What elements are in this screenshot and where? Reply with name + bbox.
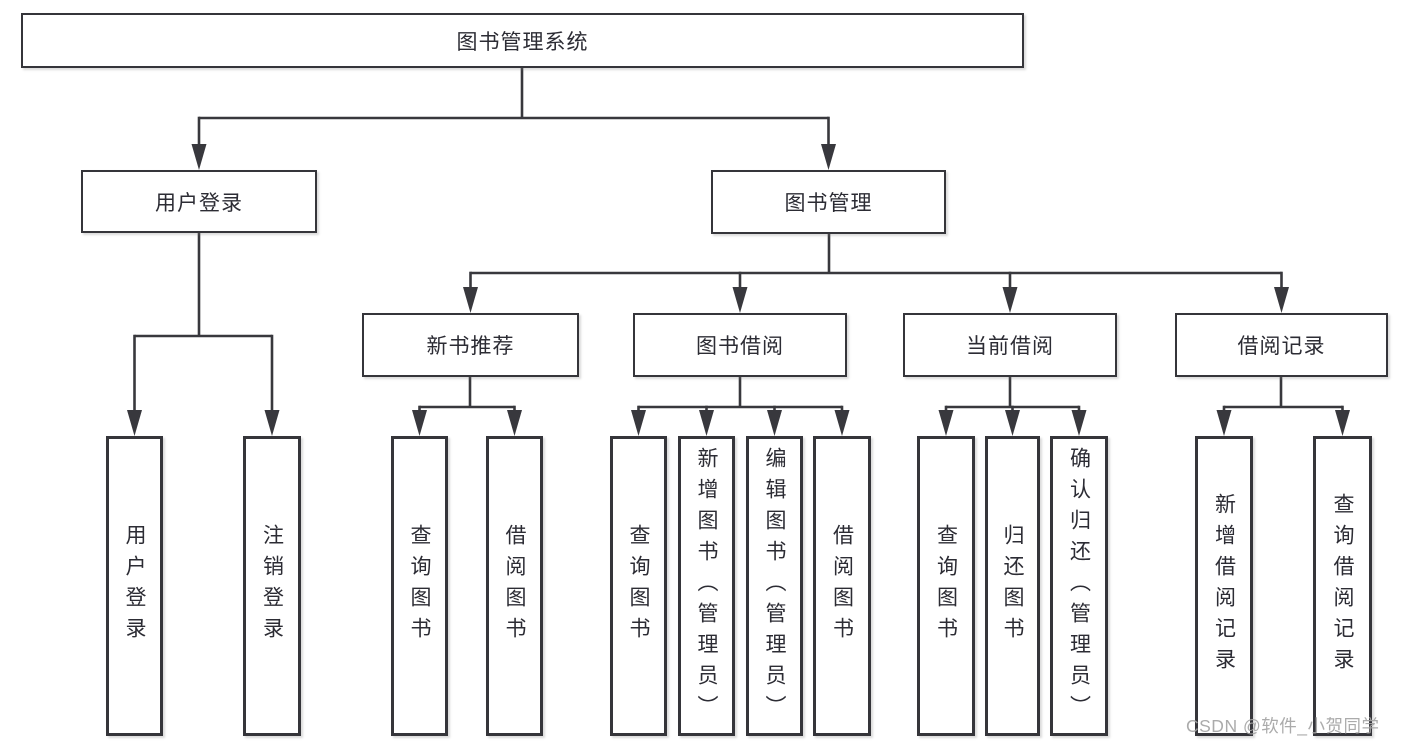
node-leaf-user-login: 用户登录	[106, 436, 163, 736]
node-leaf-add-borrow-record: 新增借阅记录	[1195, 436, 1253, 736]
node-label: 查询图书	[934, 524, 958, 648]
csdn-watermark: CSDN @软件_小贺同学	[1186, 716, 1380, 736]
node-label: 编辑图书（管理员）	[763, 446, 786, 726]
node-leaf-return-books: 归还图书	[985, 436, 1040, 736]
node-label: 用户登录	[123, 524, 146, 648]
node-label: 图书借阅	[696, 335, 784, 358]
node-label: 新增图书（管理员）	[695, 446, 718, 726]
node-current-borrowing: 当前借阅	[903, 313, 1117, 377]
node-borrowing-records: 借阅记录	[1175, 313, 1388, 377]
node-label: 借阅记录	[1237, 335, 1326, 358]
node-label: 查询图书	[627, 524, 650, 648]
node-label: 借阅图书	[830, 524, 854, 648]
node-book-borrowing: 图书借阅	[633, 313, 847, 377]
node-leaf-logout: 注销登录	[243, 436, 301, 736]
node-label: 借阅图书	[503, 524, 526, 648]
node-leaf-query-books: 查询图书	[610, 436, 667, 736]
node-user-login: 用户登录	[81, 170, 317, 233]
node-label: 用户登录	[155, 191, 243, 215]
node-leaf-edit-books-admin: 编辑图书（管理员）	[746, 436, 803, 736]
node-leaf-borrow-books: 借阅图书	[486, 436, 543, 736]
node-leaf-query-books: 查询图书	[917, 436, 975, 736]
node-leaf-confirm-return-admin: 确认归还（管理员）	[1050, 436, 1108, 736]
node-label: 归还图书	[1001, 524, 1024, 648]
node-leaf-borrow-books: 借阅图书	[813, 436, 871, 736]
node-label: 查询借阅记录	[1331, 493, 1354, 679]
node-label: 当前借阅	[966, 335, 1054, 358]
node-label: 图书管理系统	[456, 30, 589, 54]
node-new-book-recommendation: 新书推荐	[362, 313, 579, 377]
node-label: 新书推荐	[426, 335, 515, 358]
node-label: 新增借阅记录	[1212, 493, 1236, 679]
node-label: 查询图书	[408, 524, 431, 648]
node-book-management: 图书管理	[711, 170, 946, 234]
node-label: 确认归还（管理员）	[1067, 446, 1091, 726]
node-leaf-add-books-admin: 新增图书（管理员）	[678, 436, 735, 736]
node-label: 图书管理	[784, 192, 873, 215]
node-leaf-query-books: 查询图书	[391, 436, 448, 736]
node-leaf-query-borrow-record: 查询借阅记录	[1313, 436, 1372, 736]
node-label: 注销登录	[260, 524, 284, 648]
node-library-management-system: 图书管理系统	[21, 13, 1024, 68]
